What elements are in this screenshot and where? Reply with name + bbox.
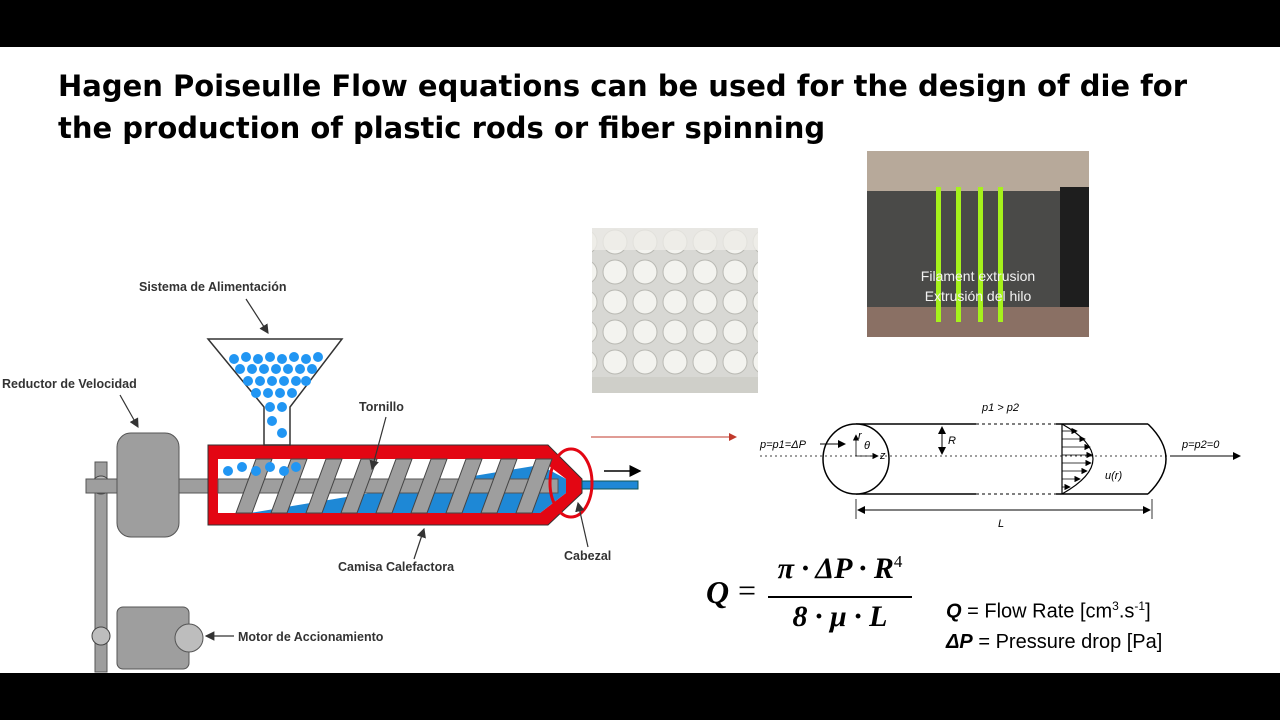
label-feed-system: Sistema de Alimentación [139, 280, 287, 294]
radius-label: R [948, 435, 956, 447]
die-highlight-circle [548, 447, 594, 519]
numerator-text: π · ΔP · R [777, 552, 894, 585]
motor-hub [174, 623, 204, 653]
hagen-poiseuille-equation: Q = π · ΔP · R4 8 · μ · L [706, 552, 916, 633]
fraction-bar [768, 596, 912, 598]
length-label: L [998, 518, 1004, 530]
plastic-rods-photo [592, 228, 758, 393]
heating-jacket-arrow [413, 527, 426, 560]
inlet-pressure-label: p=p1=ΔP [759, 439, 807, 451]
top-letterbox-bar [0, 0, 1280, 47]
rods-image-shelf [592, 377, 758, 393]
legend-dp-text: = Pressure drop [Pa] [972, 631, 1163, 653]
legend-flow-rate: Q = Flow Rate [cm3.s-1] [946, 599, 1151, 624]
equation-numerator: π · ΔP · R4 [770, 552, 910, 586]
filament-strand-4 [998, 187, 1003, 322]
outlet-pressure-label: p=p2=0 [1181, 439, 1220, 451]
extruder-diagram: Sistema de Alimentación Reductor de Velo… [2, 280, 642, 673]
pipe-flow-diagram: p=p1=ΔP p=p2=0 p1 > p2 R L u(r) r θ z [759, 402, 1241, 530]
slide: Hagen Poiseulle Flow equations can be us… [0, 47, 1280, 673]
rods-image-top [592, 228, 758, 250]
legend-pressure-drop: ΔP = Pressure drop [Pa] [946, 631, 1162, 654]
coord-z-label: z [879, 450, 886, 462]
label-drive-motor: Motor de Accionamiento [238, 630, 384, 644]
filament-strand-3 [978, 187, 983, 322]
speed-reducer-body [116, 432, 180, 538]
legend-q-sup1: 3 [1112, 599, 1119, 613]
velocity-profile-arrows [1062, 427, 1093, 491]
velocity-label: u(r) [1105, 470, 1122, 482]
filament-extrusion-photo: Filament extrusion Extrusión del hilo [867, 151, 1089, 337]
legend-dp-symbol: ΔP [946, 631, 973, 653]
head-arrow [575, 501, 589, 548]
coord-r-label: r [858, 430, 863, 442]
lower-pulley [91, 626, 111, 646]
filament-strand-2 [956, 187, 961, 322]
legend-q-sup2: -1 [1134, 599, 1146, 613]
label-heating-jacket: Camisa Calefactora [338, 560, 455, 574]
pressure-condition-label: p1 > p2 [981, 402, 1019, 414]
bottom-letterbox-bar [0, 673, 1280, 720]
pipe-outlet-end [1147, 423, 1167, 495]
filament-caption-en: Filament extrusion [921, 268, 1035, 284]
legend-q-mid: .s [1118, 600, 1135, 623]
feed-system-arrow [245, 298, 269, 335]
legend-q-text: = Flow Rate [cm [961, 600, 1113, 623]
velocity-profile-curve [1061, 423, 1094, 495]
numerator-exponent: 4 [893, 552, 903, 571]
extruded-rod [581, 480, 639, 490]
slide-title: Hagen Poiseulle Flow equations can be us… [58, 69, 1188, 145]
equation-lhs: Q [706, 574, 730, 610]
filament-strand-1 [936, 187, 941, 322]
plastic-pellets [223, 352, 323, 476]
speed-reducer-arrow [119, 394, 139, 429]
screw-flights [235, 458, 553, 514]
legend-q-symbol: Q [946, 600, 962, 623]
rods-image [592, 228, 758, 393]
label-screw: Tornillo [359, 400, 404, 414]
label-speed-reducer: Reductor de Velocidad [2, 377, 137, 391]
equation-denominator: 8 · μ · L [792, 600, 888, 633]
equation-equals: = [738, 572, 757, 608]
filament-image-machine [867, 151, 1089, 191]
drive-belt [94, 461, 108, 673]
filament-caption-es: Extrusión del hilo [925, 288, 1032, 304]
label-head: Cabezal [564, 549, 611, 563]
screw-arrow [369, 416, 387, 471]
slide-graphics: Sistema de Alimentación Reductor de Velo… [2, 151, 1241, 673]
legend-q-end: ] [1145, 600, 1151, 623]
coord-theta-label: θ [864, 440, 870, 452]
